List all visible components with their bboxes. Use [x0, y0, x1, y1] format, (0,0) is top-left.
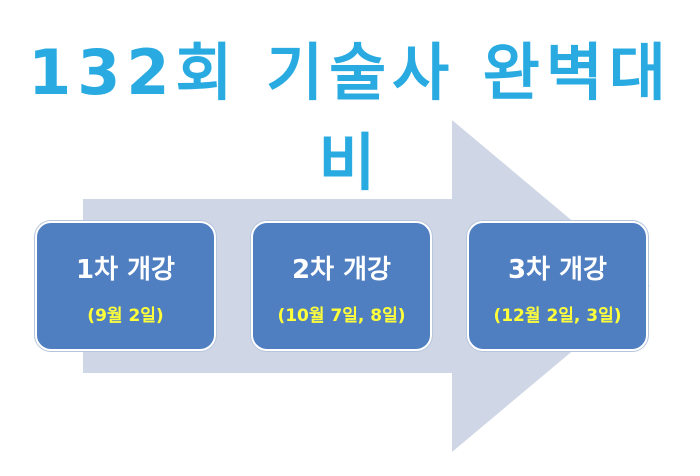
- step-3-date: (12월 2일, 3일): [493, 306, 622, 326]
- step-3-label: 3차 개강: [508, 255, 607, 285]
- page-title: 132회 기술사 완벽대비: [28, 36, 672, 199]
- step-box-3: 3차 개강 (12월 2일, 3일): [467, 221, 648, 351]
- step-2-label: 2차 개강: [292, 255, 391, 285]
- step-1-label: 1차 개강: [76, 255, 175, 285]
- step-box-1: 1차 개강 (9월 2일): [35, 221, 216, 351]
- step-1-date: (9월 2일): [87, 306, 164, 326]
- step-box-2: 2차 개강 (10월 7일, 8일): [251, 221, 432, 351]
- step-2-date: (10월 7일, 8일): [277, 306, 406, 326]
